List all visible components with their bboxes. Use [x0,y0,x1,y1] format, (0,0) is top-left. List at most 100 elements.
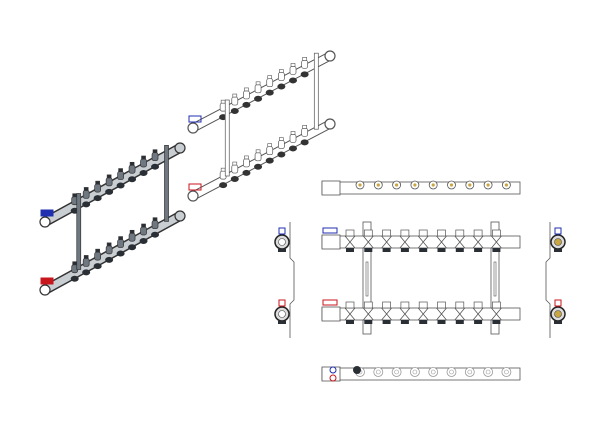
inlet-fitting [321,234,341,250]
valve-stem [486,183,490,187]
outlet-nut [437,320,446,324]
inlet-fitting [39,284,51,296]
valve-body [266,146,274,156]
inlet-fitting [187,190,199,202]
supply-ball-valve-handle [188,183,202,191]
outlet-cap [105,256,114,263]
outlet-inner [412,369,418,375]
outlet-bottom [409,367,420,377]
valve-body [140,226,147,236]
valve-body [278,72,285,81]
outlet-cap [254,95,263,102]
valve-cap [255,149,261,154]
inlet-black [353,366,361,374]
outlet-bottom [501,367,512,377]
pipe-bore [554,238,562,246]
valve-cap [95,180,100,185]
manifold-bar [321,307,521,321]
return-ball-valve-handle [40,209,54,217]
valve-body [266,78,274,88]
valve-cross [399,307,411,321]
valve-cap [437,301,446,309]
valve-cross [454,235,466,249]
outlet-nut [346,320,354,324]
valve-cap [141,223,146,228]
valve-body [94,183,102,193]
valve-body [151,220,159,230]
valve-cap [302,125,307,129]
ball-valve-handle [322,299,338,306]
valve-cap [267,143,273,147]
valve-cap [244,87,249,92]
valve-cap [437,229,446,237]
valve-cap [492,301,501,309]
outlet-cap [289,145,298,152]
valve-body [278,140,285,149]
valve-body [243,90,250,100]
inlet-fitting [39,216,51,228]
valve-body [301,127,309,137]
valve-cap [152,149,158,153]
valve-cap [232,161,238,166]
inlet-fitting [187,122,199,134]
outlet-nut [419,320,428,324]
valve-cross [381,235,392,249]
ball-valve-handle [322,227,338,234]
supply-ball-valve-handle [40,277,54,285]
valve-cap [455,229,465,237]
valve-handle [278,299,286,307]
valve-cap [492,229,501,237]
bracket-profile [545,222,551,338]
valve-cross [417,235,429,249]
mounting-bracket [490,221,500,335]
manifold-bar [189,52,334,132]
valve-cap [363,301,373,309]
outlet-cap [265,157,274,164]
valve-cross [472,235,484,249]
valve-cap [255,81,261,86]
mounting-bracket [224,99,230,177]
valve-body [82,258,90,267]
outlet-cap [128,176,137,183]
valve-cap [400,229,410,237]
outlet-nut [382,320,391,324]
valve-handle [554,299,562,307]
mounting-bracket [362,221,372,335]
valve-cap [220,167,226,172]
valve-stem [376,183,380,187]
valve-cap [95,248,100,253]
outlet-cap [139,169,148,176]
mounting-bracket [76,193,82,270]
valve-body [105,245,113,255]
outlet-cap [151,231,160,238]
valve-stem [449,183,454,187]
outlet-cap [242,101,251,108]
end-cap [324,118,336,130]
valve-body [105,177,113,187]
outlet-bottom [428,367,439,377]
valve-cross [362,235,374,249]
valve-cross [491,307,502,321]
outlet-cap [289,77,298,84]
valve-cap [290,63,296,67]
end-cap [174,142,186,154]
valve-handle [554,227,562,235]
valve-cap [141,155,146,160]
valve-cap [382,229,391,237]
outlet-nut [346,248,354,252]
valve-cap [267,75,273,79]
outlet-cap [151,163,160,170]
outlet-nut [474,320,483,324]
outlet-nut [278,321,286,324]
mounting-bracket [313,52,319,130]
isometric-line-manifold [187,50,336,202]
manifold-bar [41,212,184,294]
bracket-slot [365,261,369,297]
valve-stem [395,183,399,187]
valve-body [94,251,102,261]
right-side-view [545,222,566,338]
outlet-cap [254,163,263,170]
outlet-inner [449,369,454,375]
outlet-cap [70,275,79,282]
outlet-nut [419,248,428,252]
